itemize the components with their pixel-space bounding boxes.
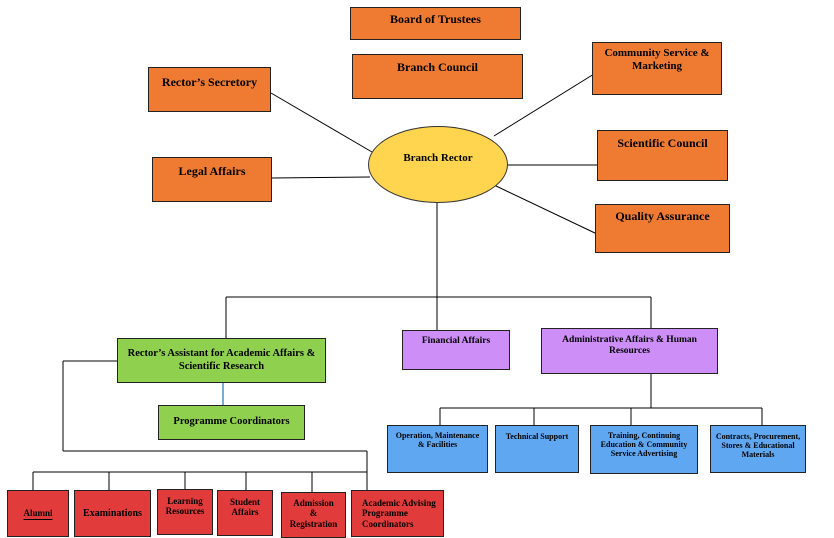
programme-coordinators-label: Programme Coordinators xyxy=(173,416,290,428)
training-continuing-node: Training, Continuing Education & Communi… xyxy=(590,425,698,474)
technical-support-node: Technical Support xyxy=(495,425,579,473)
alumni-label: Alumni xyxy=(23,508,53,519)
scientific-council-label: Scientific Council xyxy=(617,136,708,150)
financial-affairs-label: Financial Affairs xyxy=(421,336,491,346)
programme-coordinators-node: Programme Coordinators xyxy=(158,405,305,440)
branch-council-node: Branch Council xyxy=(352,54,523,99)
rectors-assistant-node: Rector’s Assistant for Academic Affairs … xyxy=(117,338,326,383)
rectors-assistant-label: Rector’s Assistant for Academic Affairs … xyxy=(127,348,316,372)
academic-advising-label: Academic Advising Programme Coordinators xyxy=(362,498,436,529)
examinations-label: Examinations xyxy=(83,507,142,519)
operation-maintenance-label: Operation, Maintenance & Facilities xyxy=(395,431,480,450)
training-continuing-label: Training, Continuing Education & Communi… xyxy=(600,431,688,459)
alumni-node: Alumni xyxy=(7,490,69,537)
learning-resources-label: Learning Resources xyxy=(165,496,205,517)
board-of-trustees-node: Board of Trustees xyxy=(350,7,521,40)
board-of-trustees-label: Board of Trustees xyxy=(390,12,481,26)
administrative-affairs-node: Administrative Affairs & Human Resources xyxy=(541,328,718,374)
quality-assurance-node: Quality Assurance xyxy=(595,204,730,253)
student-affairs-node: Student Affairs xyxy=(217,490,273,536)
technical-support-label: Technical Support xyxy=(505,432,569,441)
financial-affairs-node: Financial Affairs xyxy=(402,330,510,370)
branch-council-label: Branch Council xyxy=(396,60,478,74)
learning-resources-node: Learning Resources xyxy=(157,489,213,535)
branch-rector-node: Branch Rector xyxy=(368,126,508,203)
operation-maintenance-node: Operation, Maintenance & Facilities xyxy=(387,425,488,473)
examinations-node: Examinations xyxy=(74,490,151,537)
rectors-secretary-label: Rector’s Secretory xyxy=(161,75,258,89)
legal-affairs-label: Legal Affairs xyxy=(178,164,246,178)
scientific-council-node: Scientific Council xyxy=(597,130,728,181)
administrative-affairs-label: Administrative Affairs & Human Resources xyxy=(562,335,697,356)
community-service-label: Community Service & Marketing xyxy=(604,47,710,72)
admission-registration-label: Admission & Registration xyxy=(289,498,338,529)
rectors-secretary-node: Rector’s Secretory xyxy=(148,67,271,112)
community-service-node: Community Service & Marketing xyxy=(592,42,722,95)
student-affairs-label: Student Affairs xyxy=(229,497,260,518)
contracts-procurement-node: Contracts, Procurement, Stores & Educati… xyxy=(710,425,806,473)
legal-affairs-node: Legal Affairs xyxy=(152,157,272,202)
admission-registration-node: Admission & Registration xyxy=(281,492,346,538)
contracts-procurement-label: Contracts, Procurement, Stores & Educati… xyxy=(715,432,801,460)
branch-rector-label: Branch Rector xyxy=(403,151,473,164)
quality-assurance-label: Quality Assurance xyxy=(615,209,710,223)
academic-advising-node: Academic Advising Programme Coordinators xyxy=(351,490,444,537)
